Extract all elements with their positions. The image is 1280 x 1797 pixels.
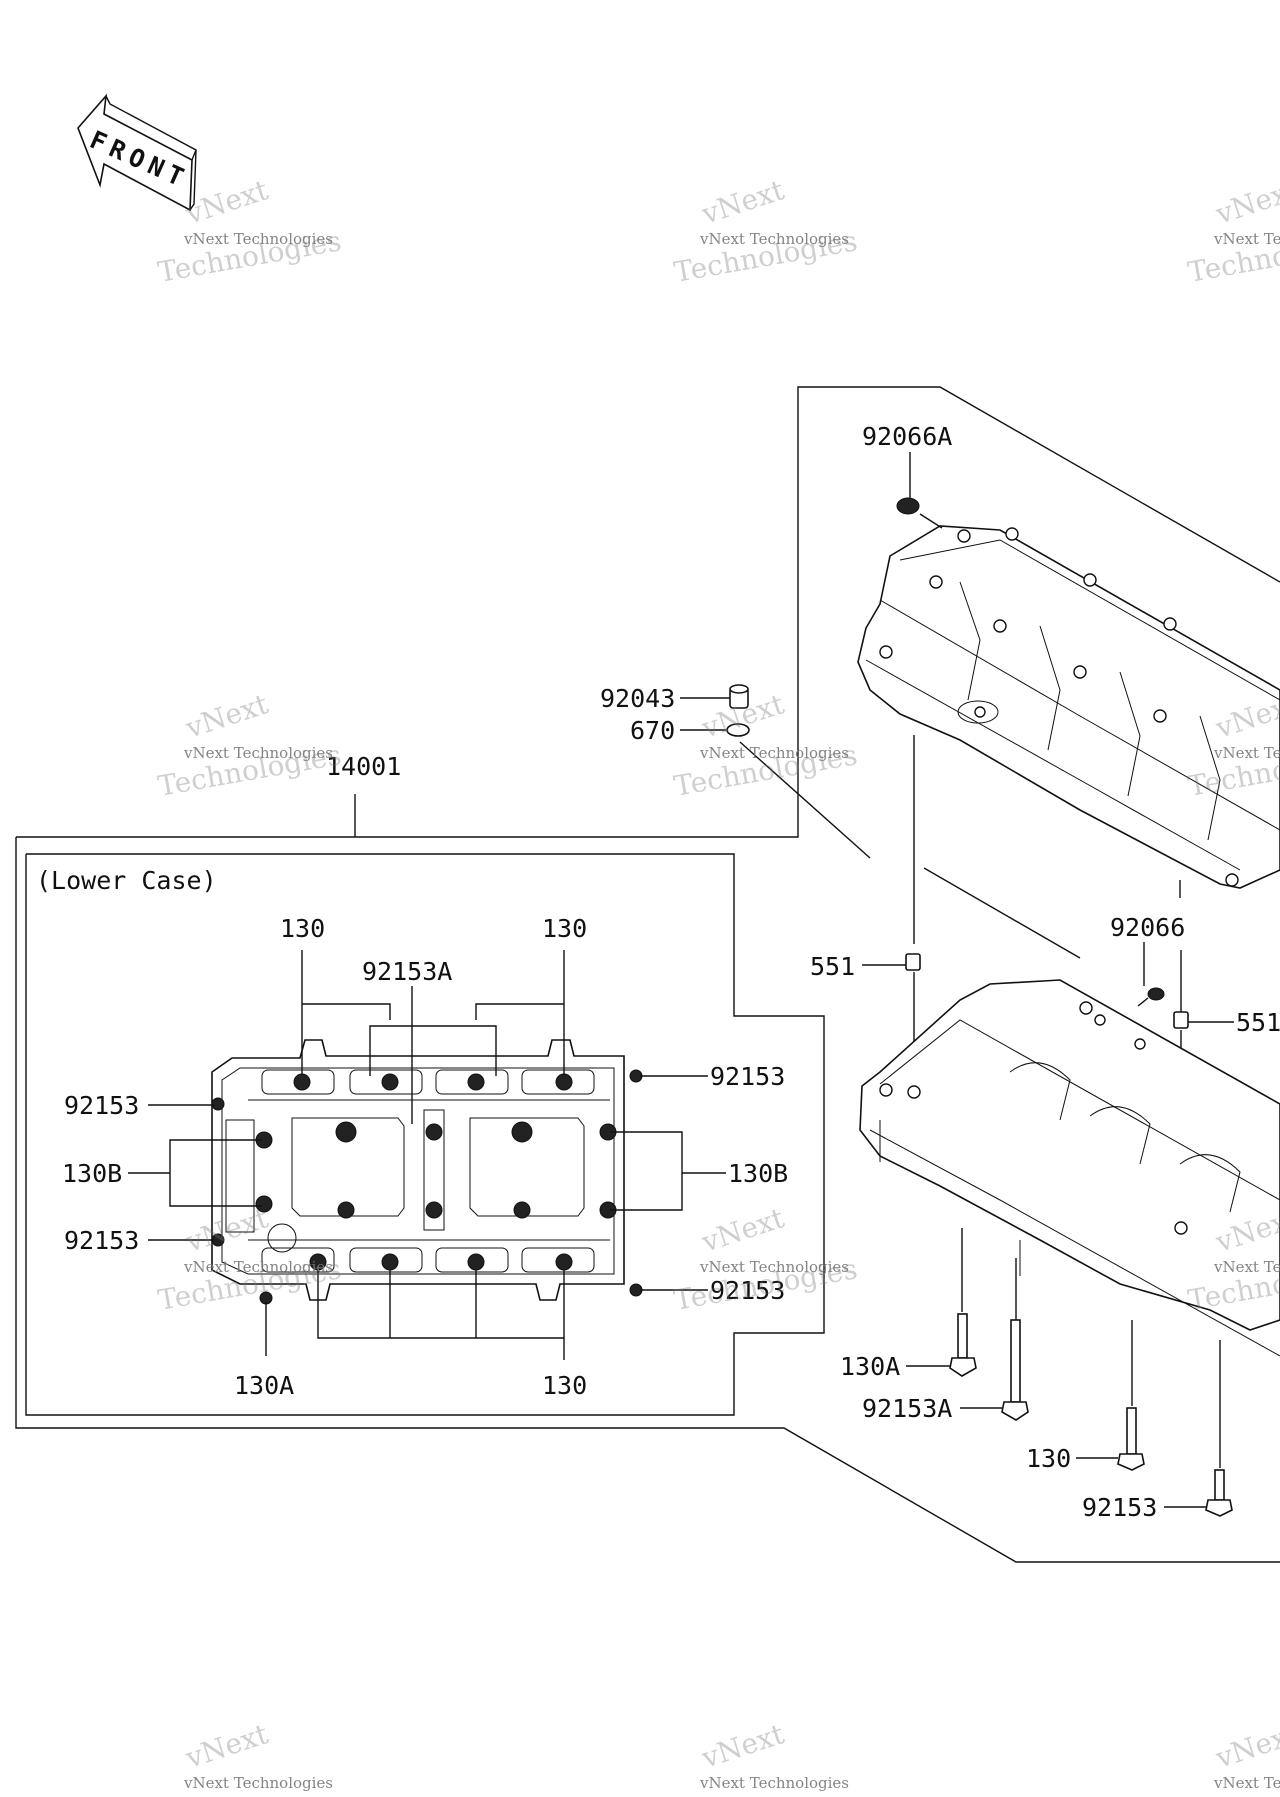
bolt-92153A-icon [960,1319,1029,1421]
watermark: vNext vNext Technologies Technologies [671,687,859,803]
label-551-right: 551 [1236,1008,1280,1037]
label-92043: 92043 [600,684,675,713]
assembly-frame: 14001 [15,386,1280,1563]
part-670-oring-icon [680,723,871,859]
svg-text:vNext Technologies: vNext Technologies [183,1774,333,1792]
inset-bolts [211,1069,643,1305]
svg-text:vNext Technologies: vNext Technologies [1213,230,1280,248]
label-130B-left: 130B [62,1159,122,1188]
svg-text:vNext: vNext [181,1717,273,1775]
label-130-top-right: 130 [542,914,587,943]
svg-text:vNext: vNext [697,1201,789,1259]
svg-text:vNext: vNext [697,173,789,231]
bolt-130A-icon [906,1313,977,1377]
svg-text:vNext Technologies: vNext Technologies [699,1258,849,1276]
lower-crankcase-bearings [1009,1062,1241,1213]
label-130: 130 [1026,1444,1071,1473]
inset-leaders [128,950,726,1360]
upper-bearing-row [261,1069,595,1095]
lower-crankcase-holes [879,1001,1188,1235]
svg-text:vNext Technologies: vNext Technologies [183,230,333,248]
part-92043-dowel-icon [680,684,749,709]
watermark: vNext vNext Technologies Technologies [671,1201,859,1317]
watermark: vNext vNext Technologies [697,1717,849,1792]
svg-text:vNext Technologies: vNext Technologies [699,1774,849,1792]
inset-part-labels: 130 130 92153A 92153 130B 92153 92153 13… [62,914,788,1400]
lower-bearing-row [261,1247,595,1273]
watermark: vNext vNext Technologies [1211,1717,1280,1792]
watermark: vNext vNext Technologies Technologies [671,173,859,289]
svg-text:vNext Technologies: vNext Technologies [699,744,849,762]
upper-crankcase-holes [879,527,1239,887]
label-130A: 130A [840,1352,900,1381]
lower-case-top-view [211,1039,643,1305]
label-92066A: 92066A [862,422,952,451]
label-670: 670 [630,716,675,745]
upper-crankcase-webs [959,581,1221,841]
svg-text:vNext Technologies: vNext Technologies [183,1258,333,1276]
label-92153A-top: 92153A [362,957,452,986]
svg-text:vNext Technologies: vNext Technologies [1213,1774,1280,1792]
svg-text:vNext Technologies: vNext Technologies [1213,744,1280,762]
main-part-labels: 92066A 92043 670 551 92066 551 130A 9215… [600,422,1280,1522]
svg-text:vNext Technologies: vNext Technologies [699,230,849,248]
svg-text:vNext: vNext [1211,1717,1280,1775]
label-551-left: 551 [810,952,855,981]
watermark: vNext vNext Technologies [181,1717,333,1792]
label-92066: 92066 [1110,913,1185,942]
inset-frame: (Lower Case) [25,853,825,1416]
label-92153-right-lower: 92153 [710,1276,785,1305]
svg-text:vNext Technologies: vNext Technologies [1213,1258,1280,1276]
svg-text:vNext: vNext [697,1717,789,1775]
label-130B-right: 130B [728,1159,788,1188]
lower-crankcase [859,979,1280,1357]
bolt-130-icon [1076,1407,1145,1471]
inset-title: (Lower Case) [36,866,217,895]
label-92153-right-upper: 92153 [710,1062,785,1091]
assembly-number: 14001 [326,752,401,781]
label-92153: 92153 [1082,1493,1157,1522]
label-92153-left-upper: 92153 [64,1091,139,1120]
watermark: vNext vNext Technologies Technologies [155,687,343,803]
svg-text:vNext: vNext [1211,173,1280,231]
svg-text:vNext Technologies: vNext Technologies [183,744,333,762]
front-arrow-icon: FRONT [77,93,197,212]
upper-crankcase [857,525,1280,889]
svg-text:vNext: vNext [181,687,273,745]
label-130-bottom: 130 [542,1371,587,1400]
part-92066-nut-icon [1137,942,1165,1007]
label-92153-left-lower: 92153 [64,1226,139,1255]
watermarks: vNext vNext Technologies Technologies vN… [155,173,1280,1792]
label-130-top-left: 130 [280,914,325,943]
part-92066A-nut-icon [896,452,943,529]
label-130A-bottom: 130A [234,1371,294,1400]
label-92153A: 92153A [862,1394,952,1423]
watermark: vNext vNext Technologies Technologies [1185,173,1280,289]
bolt-92153-icon [1164,1469,1233,1517]
